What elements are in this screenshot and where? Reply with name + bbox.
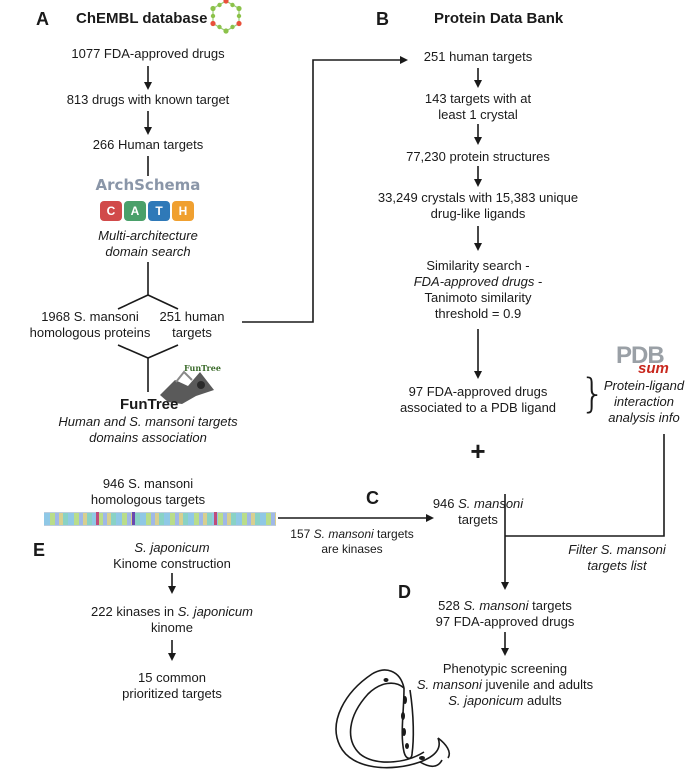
- kinome-construction: Kinome construction: [113, 556, 231, 571]
- arrow-a-to-b: [242, 56, 408, 323]
- similarity-line3: Tanimoto similarity: [424, 290, 532, 305]
- targets946-line2: homologous targets: [90, 492, 206, 507]
- interaction-line1: Protein-ligand: [603, 378, 685, 393]
- pdbsum-sum-text: sum: [638, 360, 669, 377]
- funtree-desc-line1: Human and S. mansoni targets: [58, 414, 238, 429]
- human-targets-251: 251 human targets: [423, 49, 533, 64]
- common-line2: prioritized targets: [122, 686, 222, 701]
- protein-structures: 77,230 protein structures: [406, 149, 550, 164]
- human-targets: 266 Human targets: [92, 137, 204, 152]
- alignment-mark: [214, 512, 217, 525]
- kinases222-line1: 222 kinases in S. japonicum: [62, 604, 282, 620]
- crystal-line1: 143 targets with at: [424, 91, 532, 106]
- kinases-suffix: targets: [373, 527, 414, 541]
- line-join-left: [117, 344, 149, 359]
- pheno-mansoni: S. mansoni: [416, 677, 482, 692]
- kinases-line1: 157 S. mansoni targets: [272, 526, 432, 542]
- kinases-species: S. mansoni: [313, 527, 374, 541]
- funtree-logo-icon: [160, 370, 214, 404]
- interaction-line2: interaction: [614, 394, 674, 409]
- sequence-alignment-bar: [44, 512, 276, 526]
- common-line1: 15 common: [138, 670, 206, 685]
- pheno-japonicum-suffix: adults: [523, 693, 562, 708]
- similarity-fda-label: FDA-approved drugs: [413, 274, 535, 289]
- cath-a-icon: A: [124, 201, 146, 221]
- targets528-suffix: targets: [528, 598, 572, 613]
- mansoni-946-line2: targets: [458, 512, 498, 527]
- alignment-mark: [132, 512, 135, 525]
- kinases222-prefix: 222 kinases in: [91, 604, 178, 619]
- panel-label-b: B: [376, 9, 389, 29]
- crystals-line1: 33,249 crystals with 15,383 unique: [377, 190, 579, 205]
- interaction-line3: analysis info: [608, 410, 680, 425]
- targets528-species: S. mansoni: [463, 598, 529, 613]
- chembl-logo-icon: [210, 0, 242, 34]
- line-join-right: [147, 344, 179, 359]
- similarity-line1: Similarity search -: [426, 258, 530, 273]
- mansoni-946-species: S. mansoni: [458, 496, 524, 511]
- worm-markings-icon: [383, 678, 425, 760]
- pheno-mansoni-suffix: juvenile and adults: [481, 677, 594, 692]
- drugs-known-target: 813 drugs with known target: [66, 92, 230, 107]
- panel-label-a: A: [36, 9, 49, 29]
- homolog-proteins-line2: homologous proteins: [29, 325, 151, 340]
- kinases222-species: S. japonicum: [177, 604, 253, 619]
- cath-t-icon: T: [148, 201, 170, 221]
- kinases222-line2: kinome: [151, 620, 193, 635]
- targets528-count: 528: [438, 598, 460, 613]
- filter-line1: Filter S. mansoni: [568, 542, 666, 557]
- schistosome-worm-icon: [335, 669, 451, 769]
- line-split-left: [117, 294, 149, 310]
- pdb-title: Protein Data Bank: [434, 10, 564, 27]
- multi-arch-line2: domain search: [105, 244, 191, 259]
- funtree-desc-line2: domains association: [89, 430, 207, 445]
- japonicum-label: S. japonicum: [134, 540, 210, 555]
- similarity-dash: -: [534, 274, 543, 289]
- targets946-line1: 946 S. mansoni: [102, 476, 194, 491]
- fda97-line2: associated to a PDB ligand: [399, 400, 557, 415]
- cath-c-icon: C: [100, 201, 122, 221]
- kinases-count: 157: [290, 527, 311, 541]
- pdbsum-pdb-text: PDB: [616, 342, 665, 369]
- kinases-line2: are kinases: [321, 542, 383, 556]
- brace: }: [580, 371, 606, 417]
- archschema-logo: ArchSchema: [95, 176, 201, 194]
- pheno-line1: Phenotypic screening: [442, 661, 568, 676]
- similarity-line2: FDA-approved drugs -: [378, 274, 578, 290]
- pheno-line2: S. mansoni juvenile and adults: [395, 677, 615, 693]
- human251-line2: targets: [172, 325, 212, 340]
- pdbsum-logo: PDB sum: [616, 342, 680, 378]
- panel-label-e: E: [33, 540, 46, 560]
- plus-sign: +: [470, 436, 486, 466]
- panel-label-c: C: [366, 488, 379, 508]
- similarity-line4: threshold = 0.9: [434, 306, 522, 321]
- panel-label-d: D: [398, 582, 411, 602]
- alignment-mark: [96, 512, 99, 525]
- funtree-small-logo: FunTree: [184, 363, 221, 373]
- mansoni-946-line1: 946 S. mansoni: [418, 496, 538, 512]
- line-split-right: [147, 294, 179, 310]
- pheno-japonicum: S. japonicum: [448, 693, 524, 708]
- crystal-line2: least 1 crystal: [438, 107, 518, 122]
- targets528-line: 528 S. mansoni targets: [415, 598, 595, 614]
- cath-h-icon: H: [172, 201, 194, 221]
- pheno-line3: S. japonicum adults: [405, 693, 605, 709]
- filter-line2: targets list: [587, 558, 647, 573]
- human251-line1: 251 human: [159, 309, 225, 324]
- filter-line: [505, 434, 665, 537]
- fda-drugs: 1077 FDA-approved drugs: [71, 46, 225, 61]
- fda97-line1: 97 FDA-approved drugs: [408, 384, 548, 399]
- crystals-line2: drug-like ligands: [430, 206, 526, 221]
- funtree-logo: FunTree: [120, 396, 179, 413]
- homolog-proteins-line1: 1968 S. mansoni: [41, 309, 139, 324]
- multi-arch-line1: Multi-architecture: [98, 228, 198, 243]
- drugs97-line: 97 FDA-approved drugs: [435, 614, 575, 629]
- mansoni-946-count: 946: [432, 496, 455, 511]
- chembl-title: ChEMBL database: [76, 10, 208, 27]
